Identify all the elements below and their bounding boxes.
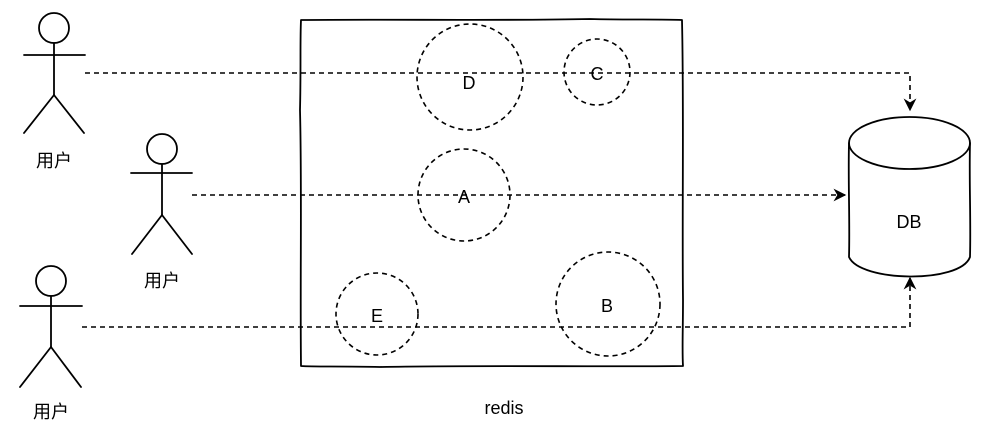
cache-key-label: D (463, 73, 476, 93)
cache-key-A: A (417, 148, 511, 242)
redis-label: redis (484, 398, 523, 418)
cache-key-D: D (416, 23, 524, 131)
cache-key-C: C (563, 38, 631, 106)
cache-key-E: E (335, 272, 419, 356)
cache-key-label: B (601, 296, 613, 316)
connector-actor3-to-db (82, 276, 917, 328)
actor-label: 用户 (144, 271, 180, 291)
database-cylinder: DB (847, 116, 972, 278)
actor-user-2: 用户 (130, 133, 193, 291)
redis-container (299, 18, 684, 368)
actor-label: 用户 (33, 402, 69, 422)
cache-key-B: B (555, 251, 661, 357)
db-label: DB (896, 212, 921, 232)
actor-user-3: 用户 (19, 265, 83, 422)
connector-actor1-to-db (85, 72, 917, 112)
actor-label: 用户 (36, 151, 72, 171)
connectors (82, 72, 917, 328)
cache-key-label: A (458, 187, 470, 207)
cache-key-label: C (591, 64, 604, 84)
cache-key-label: E (371, 306, 383, 326)
actor-user-1: 用户 (23, 12, 86, 171)
